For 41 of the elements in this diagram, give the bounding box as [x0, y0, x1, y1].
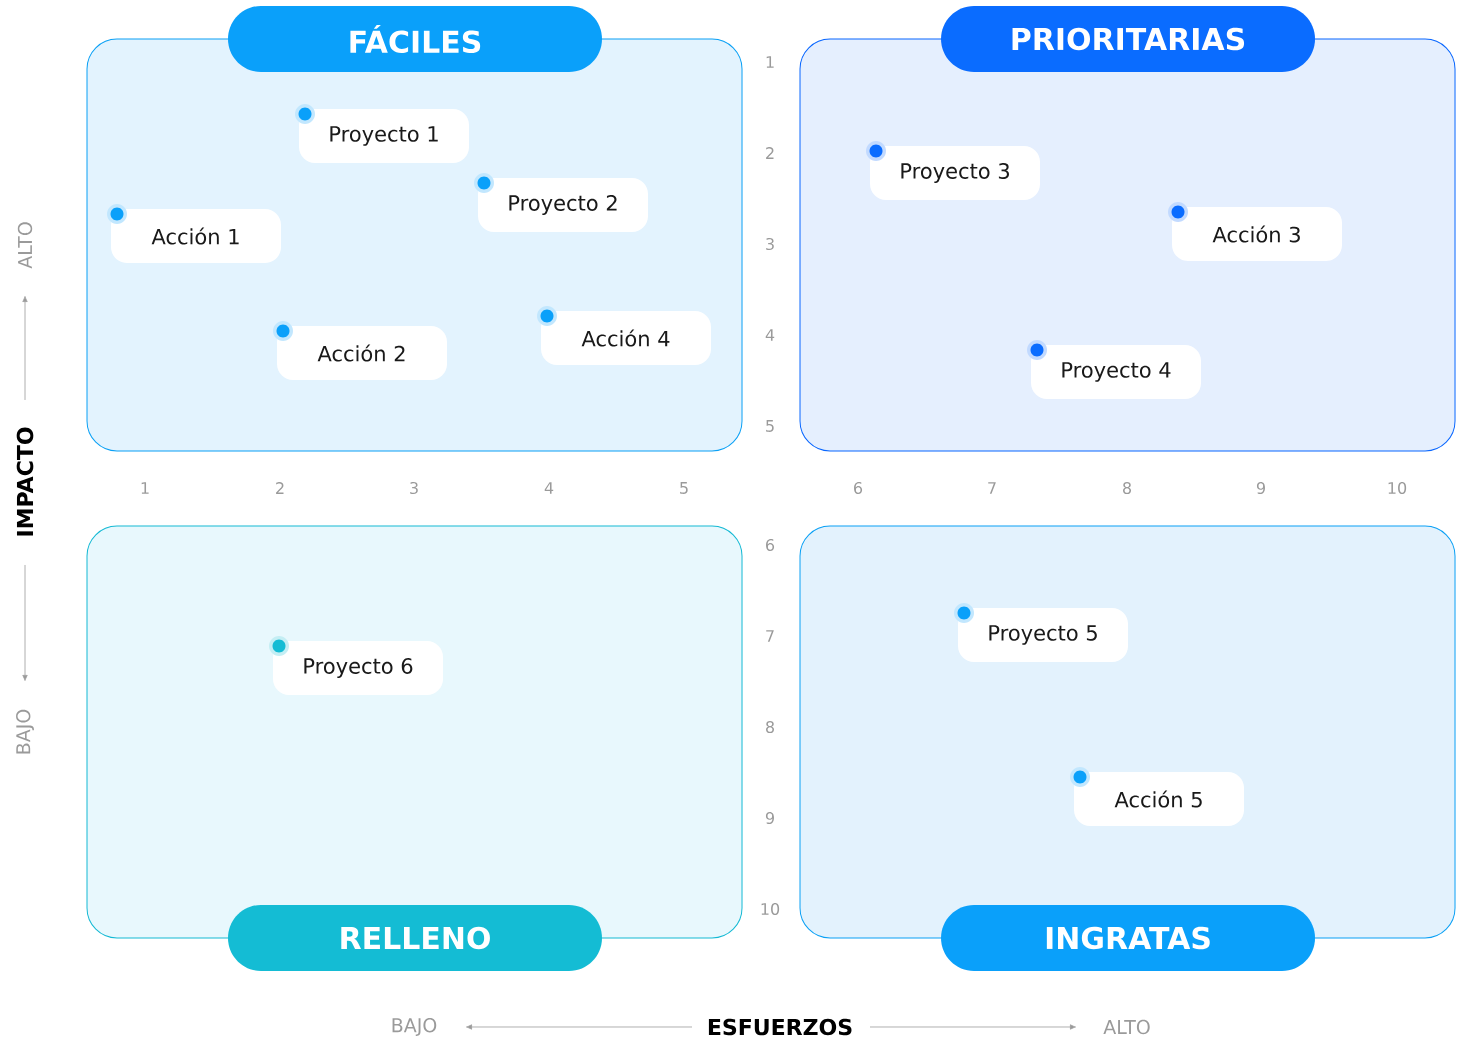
tick-label: 4: [544, 482, 554, 494]
axis-end-label: BAJO: [16, 709, 34, 754]
axis-end-label: ALTO: [17, 222, 33, 269]
tick-label: 10: [761, 902, 780, 916]
tick-label: 3: [766, 237, 774, 251]
tick-label: 7: [766, 630, 774, 642]
tick-label: 9: [765, 811, 774, 825]
tick-label: 1: [766, 56, 774, 68]
item-card: Proyecto 1: [299, 109, 469, 163]
item-card: Proyecto 5: [958, 608, 1128, 662]
tick-label: 4: [765, 329, 775, 341]
item-card: Acción 5: [1074, 772, 1244, 826]
axis-end-label: BAJO: [392, 1018, 437, 1036]
item-card: Acción 4: [541, 311, 711, 365]
tick-label: 2: [766, 147, 774, 159]
tick-label: 10: [1388, 481, 1407, 495]
tick-label: 7: [988, 482, 996, 494]
tick-label: 3: [410, 481, 418, 495]
tick-label: 5: [766, 420, 774, 432]
tick-label: 5: [680, 482, 688, 494]
item-card: Proyecto 3: [870, 146, 1040, 200]
item-card: Proyecto 2: [478, 178, 648, 232]
header-pill: FÁCILES: [228, 6, 602, 72]
tick-label: 6: [766, 538, 775, 552]
header-pill: RELLENO: [228, 905, 602, 971]
axis-title: IMPACTO: [16, 427, 34, 536]
tick-label: 8: [766, 720, 774, 734]
item-card: Acción 2: [277, 326, 447, 380]
tick-label: 1: [141, 482, 149, 494]
axis-title: ESFUERZOS: [708, 1018, 852, 1036]
item-card: Proyecto 4: [1031, 345, 1201, 399]
item-card: Proyecto 6: [273, 641, 443, 695]
tick-label: 6: [854, 481, 863, 495]
tick-label: 8: [1123, 481, 1131, 495]
axis-end-label: ALTO: [1103, 1019, 1150, 1035]
header-pill: INGRATAS: [941, 905, 1315, 971]
header-pill: PRIORITARIAS: [941, 6, 1315, 72]
item-card: Acción 3: [1172, 207, 1342, 261]
tick-label: 2: [276, 482, 284, 494]
item-card: Acción 1: [111, 209, 281, 263]
tick-label: 9: [1256, 481, 1265, 495]
